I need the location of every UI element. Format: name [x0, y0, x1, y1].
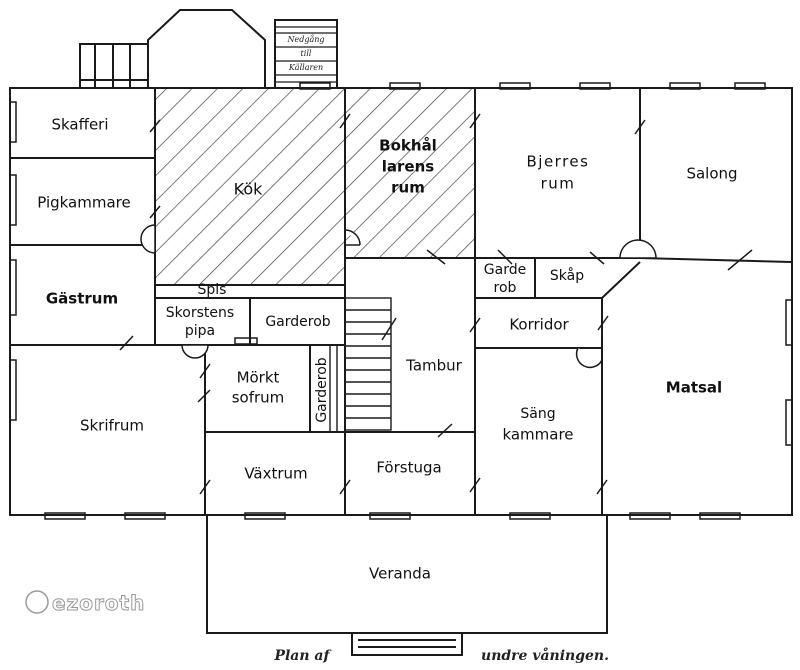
label-stair-line3: Källaren [288, 63, 323, 72]
label-bokhallarens-1: Bokhål [379, 137, 437, 155]
label-skap: Skåp [550, 267, 584, 284]
label-tambur: Tambur [405, 357, 463, 375]
stair-treads [329, 297, 392, 432]
label-bjerres-1: Bjerres [527, 153, 590, 171]
label-garderob-kok: Garderob [265, 314, 330, 330]
label-morkt-sofrum-1: Mörkt [237, 369, 280, 387]
door-swings [140, 224, 657, 369]
label-pigkammare: Pigkammare [37, 194, 131, 212]
label-vaxtrum: Växtrum [244, 465, 307, 483]
kitchen-hatch [155, 88, 345, 285]
label-kok: Kök [234, 180, 263, 199]
label-gastrum: Gästrum [46, 290, 118, 308]
door-marks [119, 113, 753, 495]
label-skrifrum: Skrifrum [80, 417, 144, 435]
label-korridor: Korridor [509, 316, 569, 334]
label-bokhallarens-3: rum [391, 179, 425, 197]
label-skorstenspipa-2: pipa [185, 323, 215, 339]
label-garderob-small-1: Garde [484, 262, 526, 278]
label-forstuga: Förstuga [376, 459, 441, 477]
label-garderob-vertical: Garderob [314, 357, 330, 422]
caption-left: Plan af [273, 648, 332, 664]
label-stair-line1: Nedgång [286, 35, 324, 44]
cellar-stair-treads [275, 26, 337, 83]
walls [9, 9, 793, 656]
watermark: ezoroth [25, 590, 145, 616]
label-sangkammare-2: kammare [502, 426, 573, 444]
label-sangkammare-1: Säng [520, 406, 555, 422]
label-stair-line2: till [301, 49, 312, 58]
label-garderob-small-2: rob [494, 280, 517, 296]
label-matsal: Matsal [666, 379, 722, 397]
windows [9, 82, 793, 520]
watermark-text: ezoroth [52, 591, 145, 615]
label-morkt-sofrum-2: sofrum [232, 389, 285, 407]
label-skafferi: Skafferi [51, 116, 108, 134]
label-bokhallarens-2: larens [382, 158, 435, 176]
label-bjerres-2: rum [541, 175, 576, 193]
label-salong: Salong [686, 165, 737, 183]
label-skorstenspipa-1: Skorstens [166, 305, 234, 321]
caption-right: undre våningen. [481, 646, 609, 664]
label-spis: Spis [198, 282, 227, 298]
label-veranda: Veranda [369, 565, 431, 583]
bookkeeper-room-hatch [345, 88, 475, 258]
